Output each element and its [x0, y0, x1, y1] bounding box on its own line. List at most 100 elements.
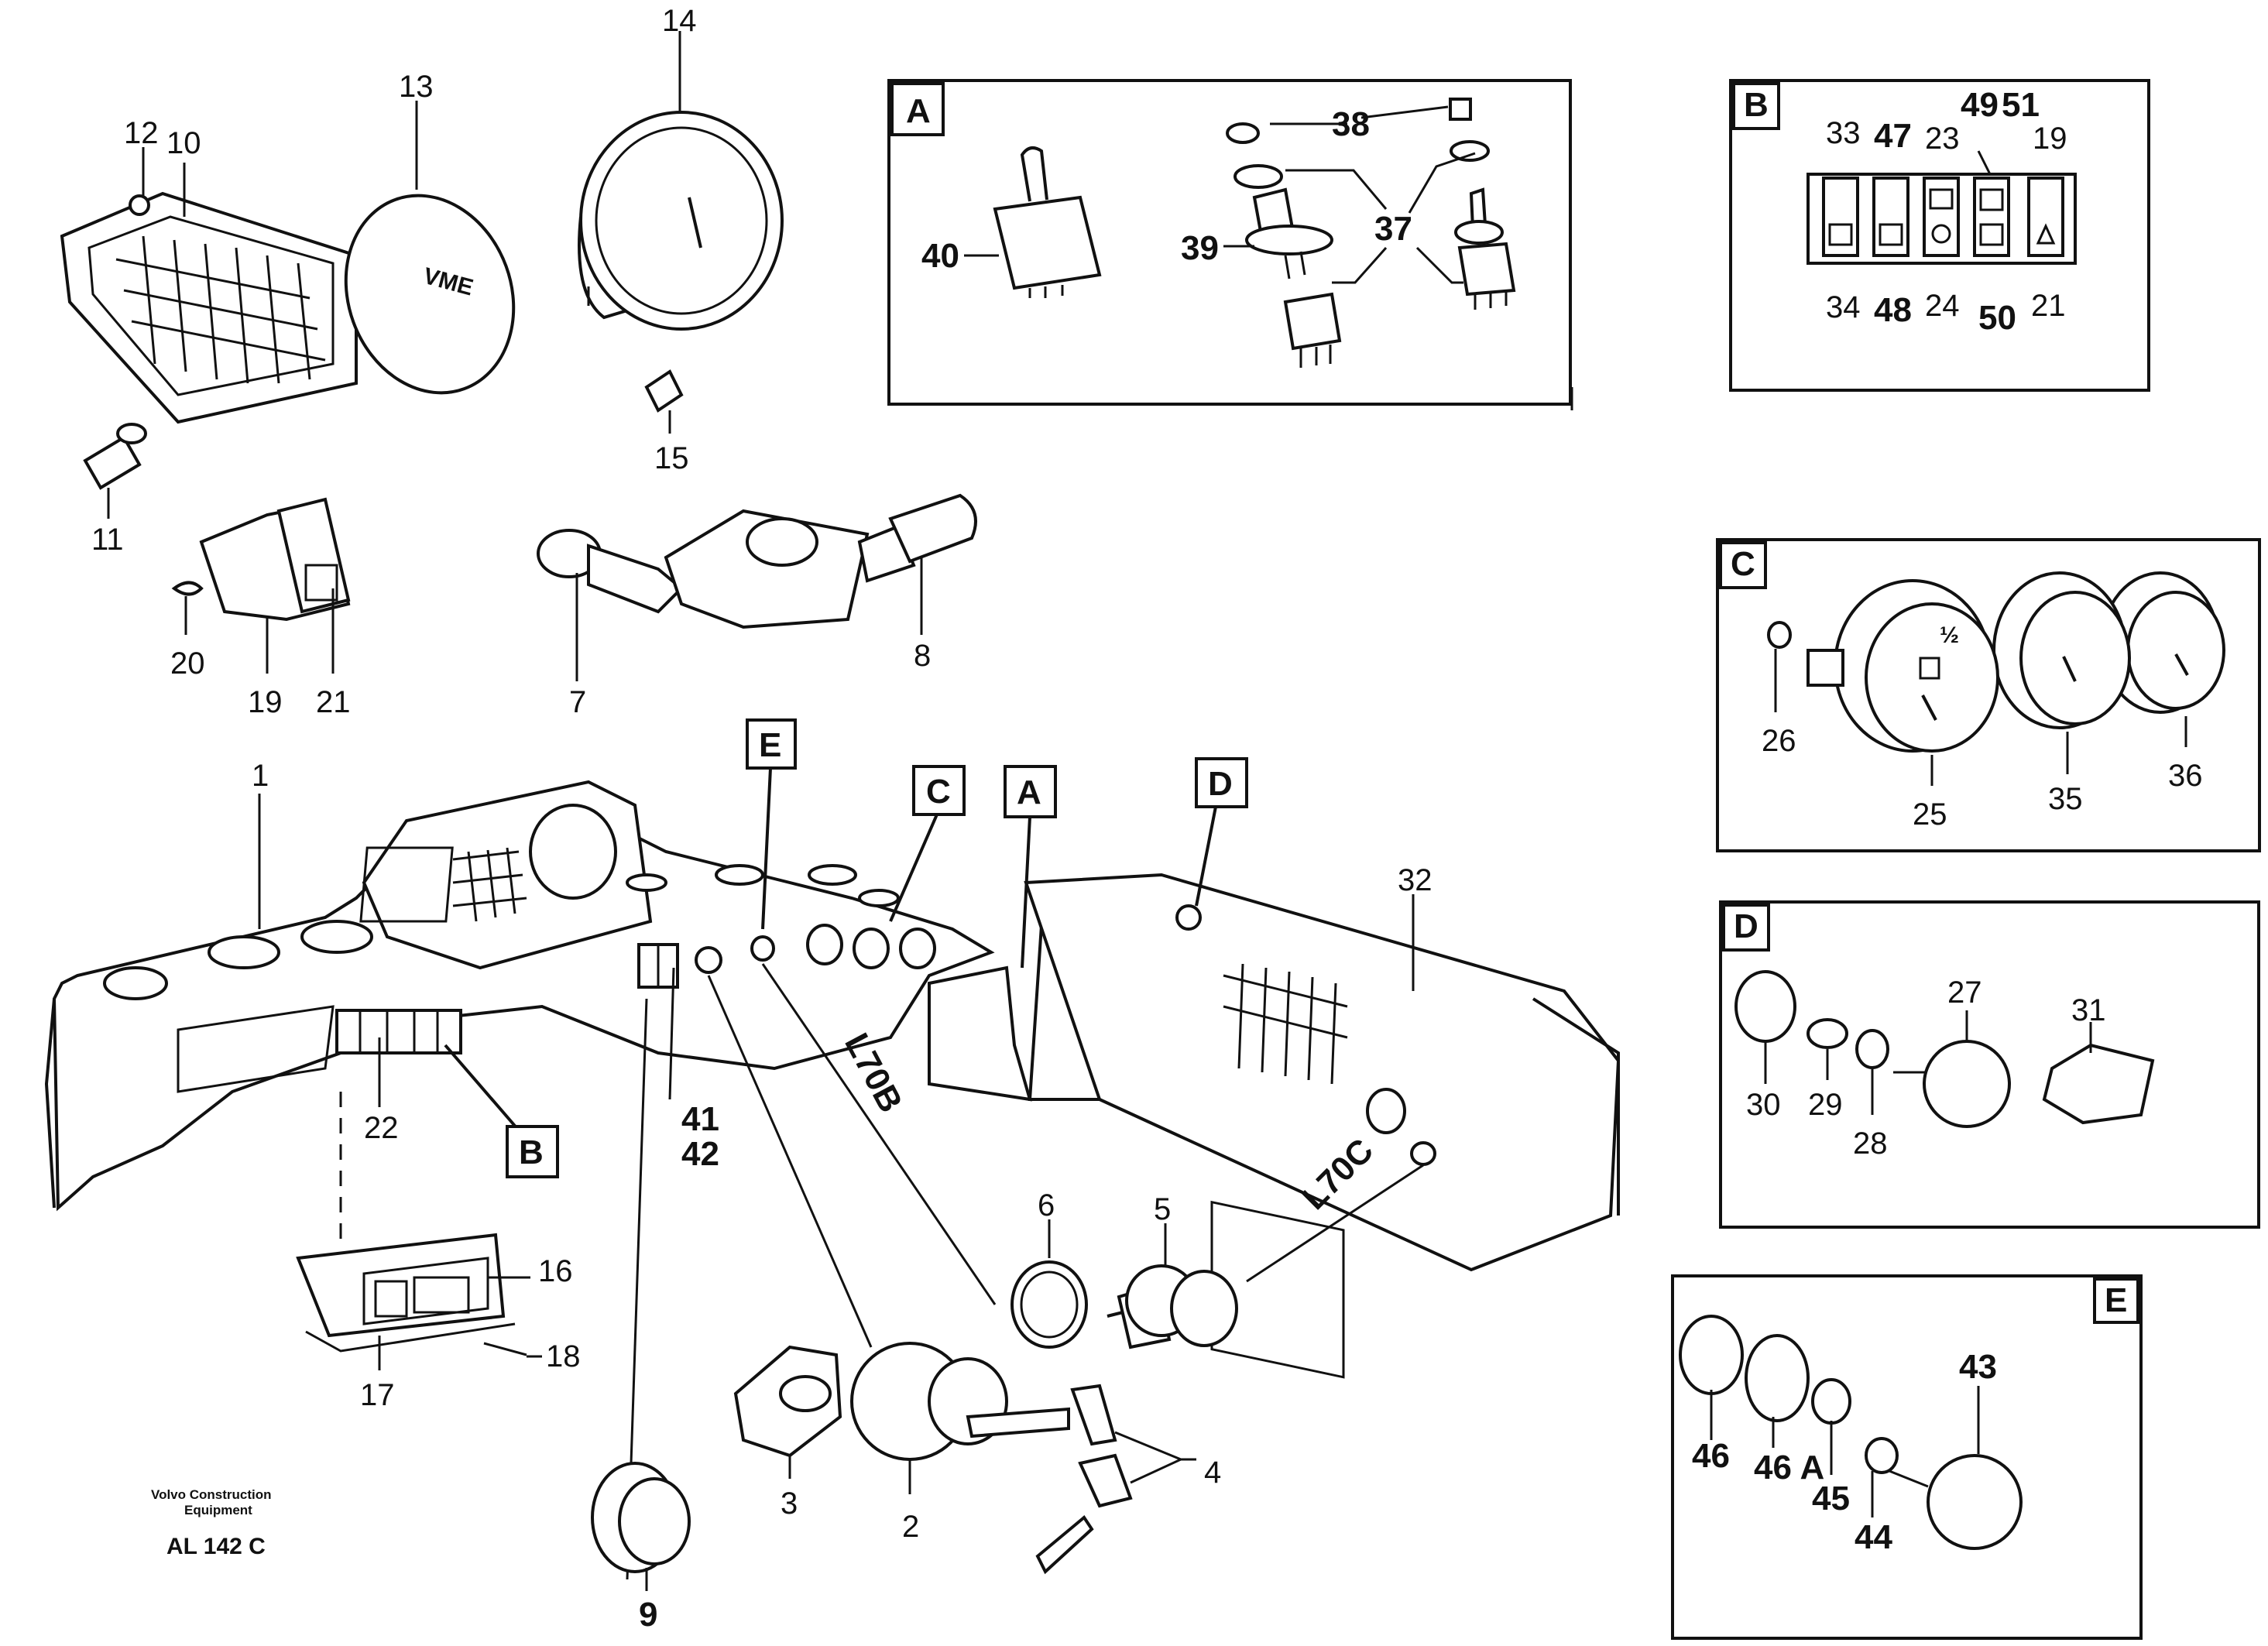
display-module-part: [296, 1233, 527, 1356]
gauge-half-mark: ½: [1940, 622, 1959, 648]
label-25: 25: [1913, 797, 1947, 832]
label-b-23: 23: [1925, 122, 1960, 156]
label-9: 9: [639, 1596, 657, 1634]
detail-b-title: B: [1744, 86, 1769, 124]
label-b-19: 19: [2033, 122, 2067, 156]
detail-box-d: D 30 29 28 27 31: [1719, 900, 2260, 1229]
small-switch-part: [1449, 98, 1516, 310]
label-b-51: 51: [2002, 86, 2040, 124]
label-12: 12: [124, 116, 159, 150]
lighter-ring-part: [1010, 1260, 1088, 1349]
bulb-holder-part: [83, 423, 147, 490]
callout-c: C: [889, 765, 966, 922]
label-46a: 46 A: [1754, 1449, 1824, 1487]
label-35: 35: [2048, 782, 2083, 816]
label-16: 16: [538, 1254, 573, 1288]
toggle-switch-part: [993, 146, 1102, 298]
label-19: 19: [248, 685, 283, 719]
gauge-cluster-c: ½: [1767, 571, 2225, 753]
detail-d-title: D: [1734, 907, 1758, 945]
label-b-24: 24: [1925, 289, 1960, 323]
label-b-47: 47: [1874, 117, 1912, 155]
gauge-cover-part: VME: [344, 194, 516, 395]
label-27: 27: [1947, 976, 1982, 1010]
gauge-part: [578, 111, 784, 331]
label-17: 17: [360, 1378, 395, 1412]
label-29: 29: [1808, 1088, 1843, 1122]
pushbutton-switch-part: [1226, 122, 1342, 368]
label-43: 43: [1959, 1348, 1997, 1386]
label-31: 31: [2071, 993, 2106, 1027]
label-44: 44: [1855, 1518, 1892, 1556]
label-b-49: 49: [1961, 86, 1999, 124]
fuse-panel-part: [60, 191, 358, 424]
company-line2: Equipment: [184, 1503, 252, 1517]
wire-code-l70b: L70B: [837, 1027, 910, 1119]
label-1: 1: [252, 759, 269, 793]
label-2: 2: [902, 1510, 919, 1544]
drawing-code: AL 142 C: [166, 1534, 266, 1559]
svg-text:D: D: [1208, 765, 1233, 803]
svg-text:C: C: [926, 773, 951, 811]
callout-e: E: [746, 718, 797, 930]
detail-box-e: E 46 46 A 45 44 43: [1671, 1274, 2143, 1640]
detail-box-a: A 40 39 38: [887, 79, 1572, 406]
detail-e-title: E: [2105, 1281, 2127, 1319]
label-18: 18: [546, 1339, 581, 1373]
label-b-50: 50: [1978, 299, 2016, 337]
dashboard-assembly: [44, 780, 1621, 1379]
rotary-switch-d: [1734, 970, 2155, 1128]
label-b-34: 34: [1826, 290, 1861, 324]
label-42: 42: [681, 1135, 719, 1173]
label-37: 37: [1374, 210, 1412, 248]
lighter-socket-part: [1107, 1264, 1238, 1349]
buzzer-part: [591, 1462, 691, 1573]
callout-d: D: [1195, 757, 1248, 907]
label-5: 5: [1154, 1192, 1171, 1226]
label-15: 15: [654, 441, 689, 475]
company-line1: Volvo Construction: [151, 1487, 272, 1502]
svg-text:A: A: [1017, 773, 1041, 811]
callout-a: A: [1004, 765, 1057, 969]
label-14: 14: [662, 4, 697, 38]
label-38: 38: [1332, 105, 1370, 143]
label-40: 40: [921, 237, 959, 275]
label-32: 32: [1398, 863, 1433, 897]
detail-a-title: A: [906, 92, 931, 130]
label-b-48: 48: [1874, 291, 1912, 329]
label-13: 13: [399, 70, 434, 104]
label-3: 3: [781, 1487, 798, 1521]
label-30: 30: [1746, 1088, 1781, 1122]
label-28: 28: [1853, 1126, 1888, 1161]
detail-box-c: C ½ 26 25 35 36: [1716, 538, 2261, 852]
callout-b: B: [444, 1044, 559, 1178]
label-10: 10: [166, 126, 201, 160]
ignition-lock-part: [733, 1342, 1133, 1575]
bulb-part: [644, 369, 684, 413]
label-7: 7: [569, 685, 586, 719]
switch-panel-b: [1807, 173, 2077, 265]
label-4: 4: [1204, 1456, 1221, 1490]
label-39: 39: [1181, 229, 1219, 267]
detail-c-title: C: [1731, 545, 1755, 583]
label-45: 45: [1812, 1480, 1850, 1517]
wiper-switch-part: [537, 493, 977, 629]
svg-text:E: E: [759, 726, 781, 764]
detail-box-b: B 33 47 23 49 51 19 34 48 24 50 21: [1729, 79, 2150, 392]
label-b-21: 21: [2031, 289, 2066, 323]
label-41: 41: [681, 1100, 719, 1138]
rocker-switch-part: [171, 497, 351, 622]
label-11: 11: [91, 523, 124, 557]
label-21: 21: [316, 685, 351, 719]
label-22: 22: [364, 1111, 399, 1145]
svg-text:B: B: [519, 1133, 544, 1171]
label-46: 46: [1692, 1437, 1730, 1475]
rotary-switch-e: [1679, 1315, 2023, 1550]
label-26: 26: [1762, 724, 1796, 758]
label-20: 20: [170, 646, 205, 681]
label-36: 36: [2168, 759, 2203, 793]
label-b-33: 33: [1826, 116, 1861, 150]
label-6: 6: [1038, 1188, 1055, 1222]
label-8: 8: [914, 639, 931, 673]
